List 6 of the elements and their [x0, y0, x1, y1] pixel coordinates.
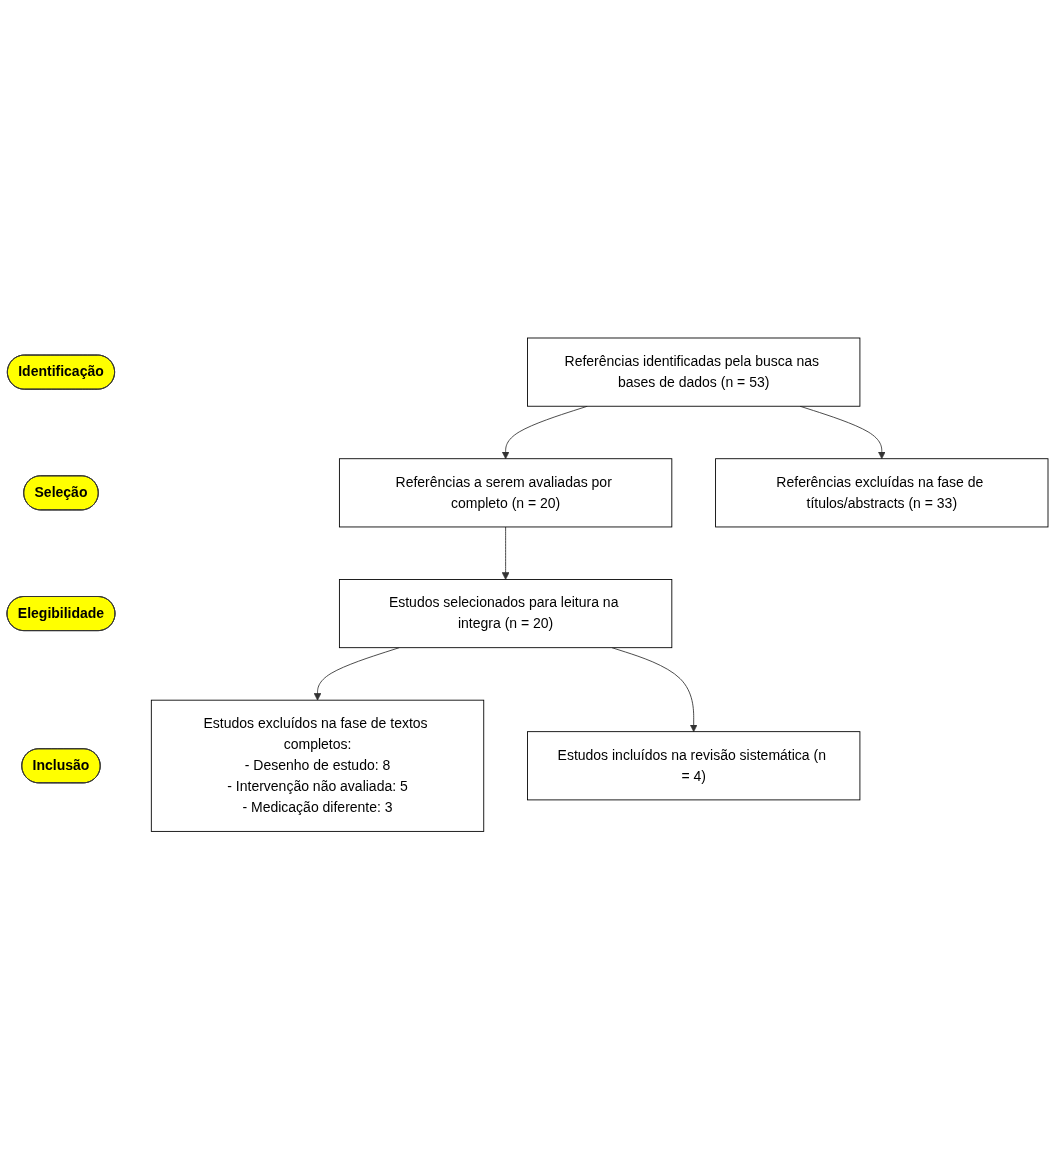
node-box: Referências identificadas pela busca nas bases de dados (n = 53)	[527, 337, 861, 407]
node-box: Referências a serem avaliadas por completo (n = 20)	[338, 458, 673, 528]
node-box: Estudos selecionados para leitura na integra (n = 20)	[338, 578, 673, 648]
node-box: Estudos excluídos na fase de textos completos: - Desenho de estudo: 8 - Intervenção não avaliada: 5 - Medicação diferente: 3	[150, 699, 485, 832]
node-box: Estudos incluídos na revisão sistemática (n = 4)	[527, 731, 861, 801]
node-box: Referências excluídas na fase de títulos/abstracts (n = 33)	[715, 458, 1049, 528]
